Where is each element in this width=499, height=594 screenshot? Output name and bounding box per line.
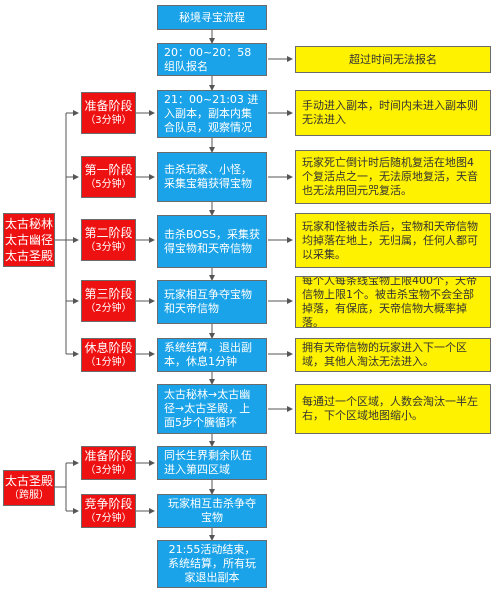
zone-final-title: 太古圣殿 [4,474,53,488]
phase-final-compete-duration: （7分钟） [85,513,132,524]
note-rest: 拥有天帝信物的玩家进入下一个区域，其他人淘汰无法进入。 [295,338,491,372]
phase-3: 第三阶段 （2分钟） [81,280,136,322]
flow-cycle-text: 太古秘林→太古幽径→太古圣殿，上面5步个騰循环 [164,388,251,429]
flow-enter-text: 21：00~21:03 进入副本，副本内集合队员，观察情况 [164,93,259,134]
zone-area-3: 太古圣殿 [4,249,53,263]
phase-1-title: 第一阶段 [84,163,133,177]
flow-kill-boss: 击杀BOSS，采集获得宝物和天帝信物 [157,215,267,268]
phase-rest: 休息阶段 （1分钟） [81,338,136,372]
flow-cycle: 太古秘林→太古幽径→太古圣殿，上面5步个騰循环 [157,384,267,434]
phase-final-prep-duration: （3分钟） [85,465,132,476]
note-phase2-text: 玩家和怪被击杀后，宝物和天帝信物均掉落在地上，无归属，任何人都可以采集。 [302,219,478,261]
phase-prep: 准备阶段 （3分钟） [81,92,136,134]
phase-final-compete-title: 竞争阶段 [84,497,133,511]
phase-2-duration: （3分钟） [85,242,132,253]
phase-1-duration: （5分钟） [85,179,132,190]
note-phase1-text: 玩家死亡倒计时后随机复活在地图4个复活点之一，无法原地复活，天音也无法用回元咒复… [302,156,478,197]
flow-enter: 21：00~21:03 进入副本，副本内集合队员，观察情况 [157,90,267,138]
note-cycle: 每通过一个区域，人数会淘汰一半左右，下个区域地图缩小。 [295,384,491,434]
phase-final-compete: 竞争阶段 （7分钟） [81,494,136,528]
flow-kill-players: 击杀玩家、小怪，采集宝箱获得宝物 [157,152,267,202]
phase-rest-duration: （1分钟） [85,357,132,368]
flow-end: 21:55活动结束，系统结算，所有玩家退出副本 [157,540,267,588]
phase-1: 第一阶段 （5分钟） [81,156,136,198]
note-signup: 超过时间无法报名 [295,46,491,73]
phase-final-prep-title: 准备阶段 [84,449,133,463]
note-cycle-text: 每通过一个区域，人数会淘汰一半左右，下个区域地图缩小。 [302,395,478,422]
flow-settle-text: 系统结算，退出副本，休息1分钟 [164,341,252,368]
phase-final-prep: 准备阶段 （3分钟） [81,446,136,480]
phase-2: 第二阶段 （3分钟） [81,219,136,261]
note-phase3-text: 每个人每条线宝物上限400个，天帝信物上限1个。被击杀宝物不会全部掉落，有保底，… [302,276,477,328]
zone-area-2: 太古幽径 [4,233,53,247]
note-phase3: 每个人每条线宝物上限400个，天帝信物上限1个。被击杀宝物不会全部掉落，有保底，… [295,276,491,328]
flow-kill-players-text: 击杀玩家、小怪，采集宝箱获得宝物 [164,163,252,190]
flow-settle: 系统结算，退出副本，休息1分钟 [157,338,267,372]
zone-final-sub: （跨服） [9,490,49,501]
flow-start: 秘境寻宝流程 [157,5,267,30]
flow-kill-boss-text: 击杀BOSS，采集获得宝物和天帝信物 [164,227,260,255]
note-enter: 手动进入副本，时间内未进入副本则无法进入 [295,90,491,136]
note-enter-text: 手动进入副本，时间内未进入副本则无法进入 [302,99,478,126]
flow-start-text: 秘境寻宝流程 [179,10,245,24]
note-signup-text: 超过时间无法报名 [349,52,437,66]
flow-final-fight-text: 玩家相互击杀争夺宝物 [168,497,256,524]
phase-3-title: 第三阶段 [84,287,133,301]
phase-prep-duration: （3分钟） [85,115,132,126]
phase-rest-title: 休息阶段 [84,341,133,355]
flow-signup-text: 20：00~20：58 组队报名 [164,45,252,73]
note-rest-text: 拥有天帝信物的玩家进入下一个区域，其他人淘汰无法进入。 [302,341,467,368]
flow-team-enter-text: 同长生界剩余队伍进入第四区域 [164,449,252,476]
note-phase2: 玩家和怪被击杀后，宝物和天帝信物均掉落在地上，无归属，任何人都可以采集。 [295,213,491,268]
flow-final-fight: 玩家相互击杀争夺宝物 [157,494,267,528]
flow-end-text: 21:55活动结束，系统结算，所有玩家退出副本 [168,543,256,584]
phase-2-title: 第二阶段 [84,226,133,240]
zone-area-1: 太古秘林 [4,217,53,231]
zone-final: 太古圣殿 （跨服） [3,470,55,506]
flow-team-enter: 同长生界剩余队伍进入第四区域 [157,446,267,480]
zone-areas: 太古秘林 太古幽径 太古圣殿 [3,213,55,267]
note-phase1: 玩家死亡倒计时后随机复活在地图4个复活点之一，无法原地复活，天音也无法用回元咒复… [295,150,491,204]
flow-signup: 20：00~20：58 组队报名 [157,43,267,76]
phase-3-duration: （2分钟） [85,303,132,314]
phase-prep-title: 准备阶段 [84,99,133,113]
flow-compete: 玩家相互争夺宝物和天帝信物 [157,280,267,324]
flow-compete-text: 玩家相互争夺宝物和天帝信物 [164,288,252,315]
